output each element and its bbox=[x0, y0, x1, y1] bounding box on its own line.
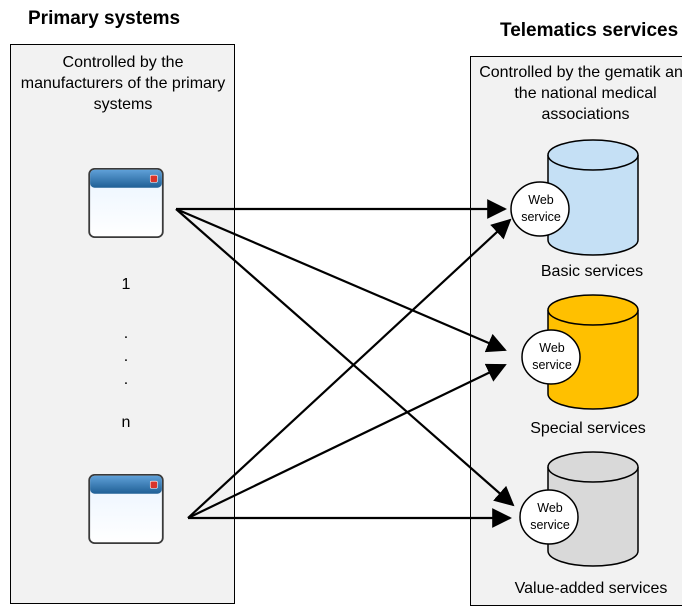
basic-services-label: Basic services bbox=[540, 263, 644, 280]
ellipsis-dot: . bbox=[123, 348, 129, 365]
special-services-database-icon bbox=[547, 294, 639, 410]
web-service-label: Web service bbox=[521, 193, 561, 224]
web-service-bubble bbox=[521, 329, 581, 385]
application-window-icon bbox=[88, 474, 164, 544]
web-service-bubble bbox=[510, 181, 570, 237]
web-service-bubble bbox=[519, 489, 579, 545]
primary-systems-heading: Primary systems bbox=[28, 8, 181, 29]
basic-services-database-icon bbox=[547, 139, 639, 256]
primary-system-first-label: 1 bbox=[121, 276, 131, 293]
ellipsis-dot: . bbox=[123, 325, 129, 342]
arrow-top-to-value-added bbox=[175, 208, 515, 507]
arrow-bottom-to-basic bbox=[187, 218, 512, 519]
application-window-icon bbox=[88, 168, 164, 238]
primary-systems-note: Controlled by the manufacturers of the p… bbox=[20, 54, 226, 113]
ellipsis-dot: . bbox=[123, 371, 129, 388]
web-service-label: Web service bbox=[530, 501, 570, 532]
value-added-services-label: Value-added services bbox=[514, 580, 668, 597]
primary-system-last-label: n bbox=[121, 414, 131, 431]
value-added-services-database-icon bbox=[547, 451, 639, 567]
telematics-services-heading: Telematics services bbox=[500, 20, 679, 41]
web-service-label: Web service bbox=[532, 341, 572, 372]
telematics-services-note: Controlled by the gematik and the nation… bbox=[479, 64, 682, 123]
special-services-label: Special services bbox=[530, 420, 646, 437]
arrow-bottom-to-special bbox=[187, 363, 507, 519]
arrow-top-to-special bbox=[175, 207, 507, 353]
